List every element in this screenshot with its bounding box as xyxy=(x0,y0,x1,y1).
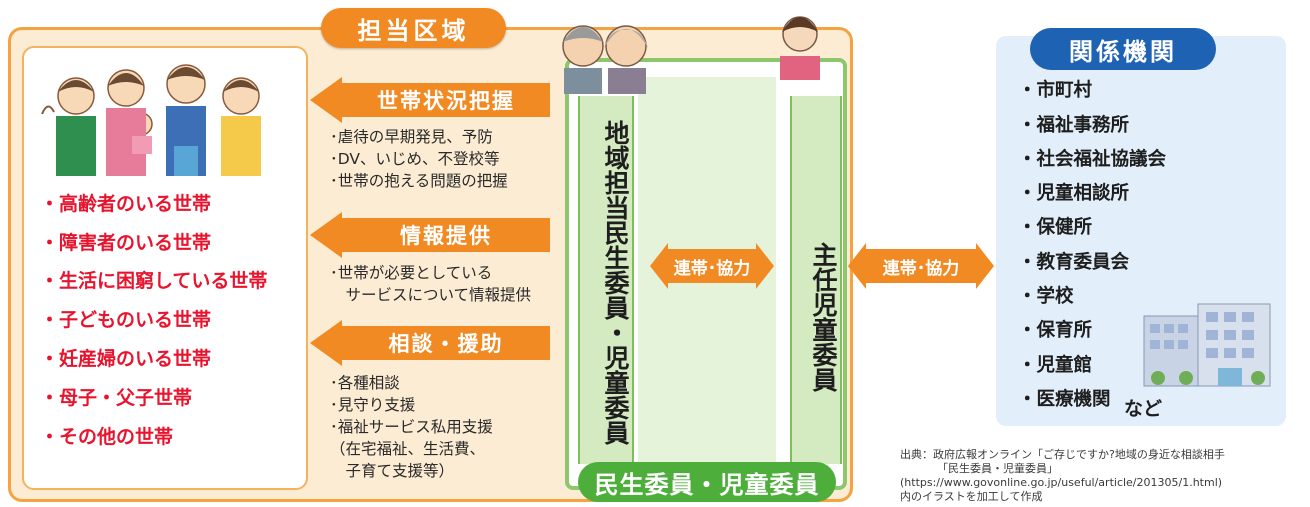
agency-item: ・児童相談所 xyxy=(1018,183,1130,204)
household-item: ・障害者のいる世帯 xyxy=(40,232,212,254)
cooperation-label: 連帯･協力 xyxy=(882,258,960,279)
household-item: ・妊産婦のいる世帯 xyxy=(40,348,212,370)
source-line: 内のイラストを加工して作成 xyxy=(900,490,1043,503)
household-item: ・子どものいる世帯 xyxy=(40,309,212,331)
activity-note: ･DV、いじめ、不登校等 xyxy=(330,150,500,168)
responsible-area-label: 担当区域 xyxy=(321,8,506,48)
activity-note: ･福祉サービス私用支援 xyxy=(330,418,493,436)
source-line: 「民生委員・児童委員」 xyxy=(937,462,1058,475)
household-item: ・生活に困窮している世帯 xyxy=(40,270,268,292)
chief-volunteer-illustration xyxy=(780,16,820,80)
agency-item: ・社会福祉協議会 xyxy=(1018,149,1167,170)
activity-label: 情報提供 xyxy=(400,224,492,248)
household-item: ・その他の世帯 xyxy=(40,426,174,448)
building-illustration xyxy=(1143,303,1271,387)
regional-volunteer-label: 地域担当民生委員・児童委員 xyxy=(601,119,630,445)
cooperation-arrow-outer: 連帯･協力 xyxy=(848,243,994,289)
activity-note: ･見守り支援 xyxy=(330,396,416,414)
activity-note: ･世帯の抱える問題の把握 xyxy=(330,172,508,190)
activity-arrow-household-status: 世帯状況把握 xyxy=(310,77,554,123)
cooperation-label: 連帯･協力 xyxy=(673,258,751,279)
agency-item: ・学校 xyxy=(1018,286,1074,307)
activity-note: 子育て支援等） xyxy=(330,462,455,480)
source-line: 出典：政府広報オンライン「ご存じですか?地域の身近な相談相手 xyxy=(900,448,1225,461)
activity-note: ･世帯が必要としている xyxy=(330,264,493,282)
agency-item: ・教育委員会 xyxy=(1018,252,1130,273)
activity-arrow-information: 情報提供 xyxy=(310,212,554,258)
agency-item: ・市町村 xyxy=(1018,80,1093,101)
agency-item: ・保育所 xyxy=(1018,320,1093,341)
source-citation: 出典：政府広報オンライン「ご存じですか?地域の身近な相談相手 「民生委員・児童委… xyxy=(900,448,1305,504)
cooperation-arrow-inner: 連帯･協力 xyxy=(650,243,774,289)
household-item: ・高齢者のいる世帯 xyxy=(40,193,212,215)
activity-note: （在宅福祉、生活費、 xyxy=(330,440,486,458)
household-item: ・母子・父子世帯 xyxy=(40,387,193,409)
activity-note: ･虐待の早期発見、予防 xyxy=(330,128,493,146)
volunteer-label: 民生委員・児童委員 xyxy=(578,462,836,502)
agency-item: ・児童館 xyxy=(1018,355,1093,376)
activity-label: 相談・援助 xyxy=(388,332,504,356)
family-illustration xyxy=(41,64,261,176)
agency-item: ・医療機関 xyxy=(1018,389,1111,410)
agency-etc: など xyxy=(1124,398,1163,420)
agency-item: ・保健所 xyxy=(1018,217,1093,238)
activity-arrow-consultation: 相談・援助 xyxy=(310,320,554,366)
agency-item: ・福祉事務所 xyxy=(1018,115,1130,136)
volunteer-couple-illustration xyxy=(562,25,648,94)
source-line: (https://www.govonline.go.jp/useful/arti… xyxy=(900,476,1223,489)
activity-note: ･各種相談 xyxy=(330,374,400,392)
chief-volunteer-label: 主任児童委員 xyxy=(809,242,838,392)
regional-volunteer-strip: 地域担当民生委員・児童委員 xyxy=(578,96,634,464)
chief-volunteer-strip: 主任児童委員 xyxy=(790,96,842,464)
activity-note: サービスについて情報提供 xyxy=(330,286,532,304)
activity-label: 世帯状況把握 xyxy=(377,89,515,113)
agency-title: 関係機関 xyxy=(1030,28,1216,70)
